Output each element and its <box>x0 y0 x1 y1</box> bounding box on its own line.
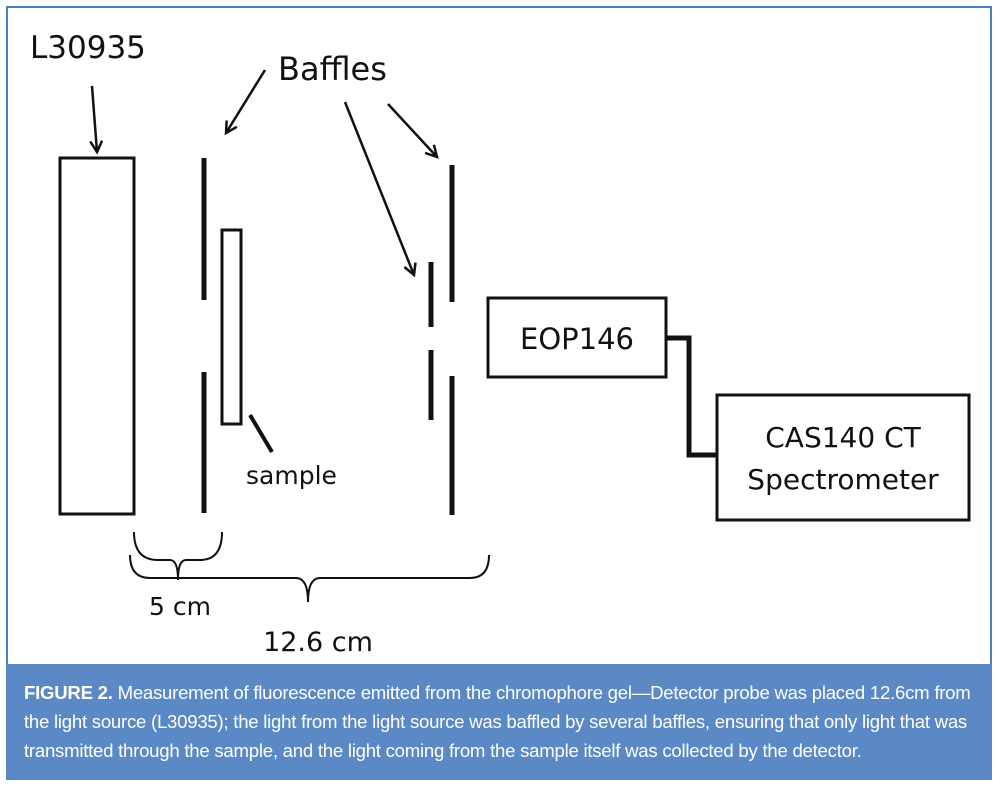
baffles-label: Baffles <box>278 50 387 88</box>
source-arrow <box>92 85 97 152</box>
dim-12-6cm-label: 12.6 cm <box>263 627 373 658</box>
caption-label: FIGURE 2. <box>24 682 113 703</box>
probe-cable <box>666 335 717 458</box>
baffle-arrow-2 <box>343 101 414 275</box>
caption-text: Measurement of fluorescence emitted from… <box>24 682 971 761</box>
spectrometer-label-line1: CAS140 CT <box>765 421 921 454</box>
source-label: L30935 <box>30 30 146 66</box>
baffle-arrow-1 <box>226 69 267 133</box>
baffle-arrow-3 <box>387 103 437 157</box>
brace-12-6cm <box>129 554 490 603</box>
light-source-box <box>58 156 136 516</box>
spectrometer-box <box>715 393 971 522</box>
dim-5cm-label: 5 cm <box>149 592 211 621</box>
figure-frame <box>6 6 992 780</box>
spectrometer-label-line2: Spectrometer <box>747 463 939 496</box>
figure-caption: FIGURE 2. Measurement of fluorescence em… <box>6 664 992 780</box>
sample-box <box>220 228 243 426</box>
sample-pointer <box>248 413 274 454</box>
setup-diagram: L30935 sample Baffles EOP146 CAS140 CT S… <box>30 30 971 658</box>
brace-5cm <box>133 531 223 581</box>
sample-label: sample <box>246 461 337 490</box>
probe-label: EOP146 <box>520 322 634 356</box>
